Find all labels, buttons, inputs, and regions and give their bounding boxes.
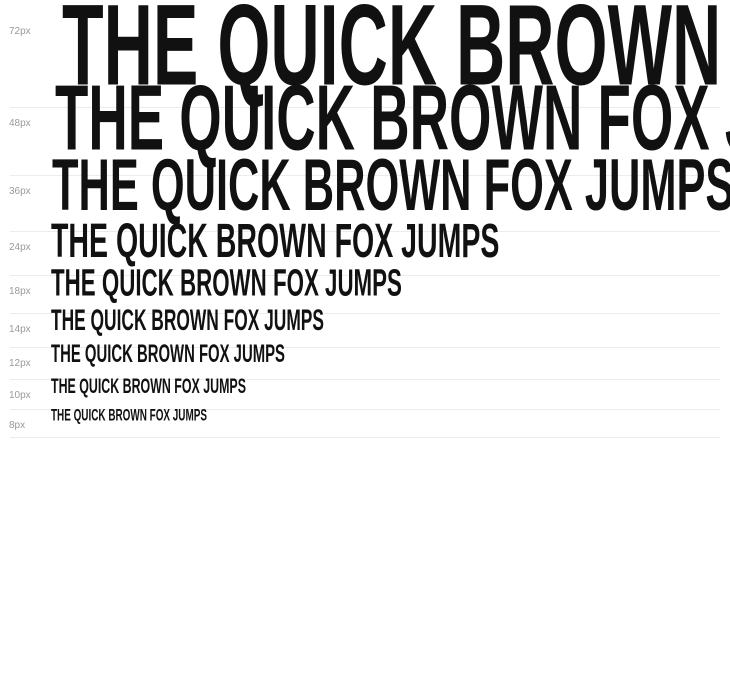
size-label-14: 14px [9,324,31,335]
size-label-36: 36px [9,186,31,197]
row-divider-48 [10,175,720,176]
sample-text-14: THE QUICK BROWN FOX JUMPS [51,303,324,337]
sample-text-12: THE QUICK BROWN FOX JUMPS [51,339,285,369]
size-label-8: 8px [9,420,26,431]
size-label-24: 24px [9,242,31,253]
sample-text-24: THE QUICK BROWN FOX JUMPS [51,212,500,268]
row-divider-24 [10,275,720,276]
size-label-10: 10px [9,390,31,401]
sample-text-48: THE QUICK BROWN FOX JUMPS [55,65,730,170]
sample-text-72: THE QUICK BROWN FOX JUMPS [62,0,730,110]
row-divider-12 [10,379,720,380]
size-label-12: 12px [9,358,31,369]
row-divider-72 [10,107,720,108]
size-label-48: 48px [9,118,31,129]
sample-text-36: THE QUICK BROWN FOX JUMPS [52,143,730,226]
row-divider-14 [10,347,720,348]
row-divider-8 [10,437,720,438]
sample-text-10: THE QUICK BROWN FOX JUMPS [51,374,246,399]
sample-text-8: THE QUICK BROWN FOX JUMPS [51,406,207,425]
sample-text-18: THE QUICK BROWN FOX JUMPS [51,260,402,304]
row-divider-18 [10,313,720,314]
row-divider-10 [10,409,720,410]
row-divider-36 [10,231,720,232]
size-label-18: 18px [9,286,31,297]
size-label-72: 72px [9,26,31,37]
